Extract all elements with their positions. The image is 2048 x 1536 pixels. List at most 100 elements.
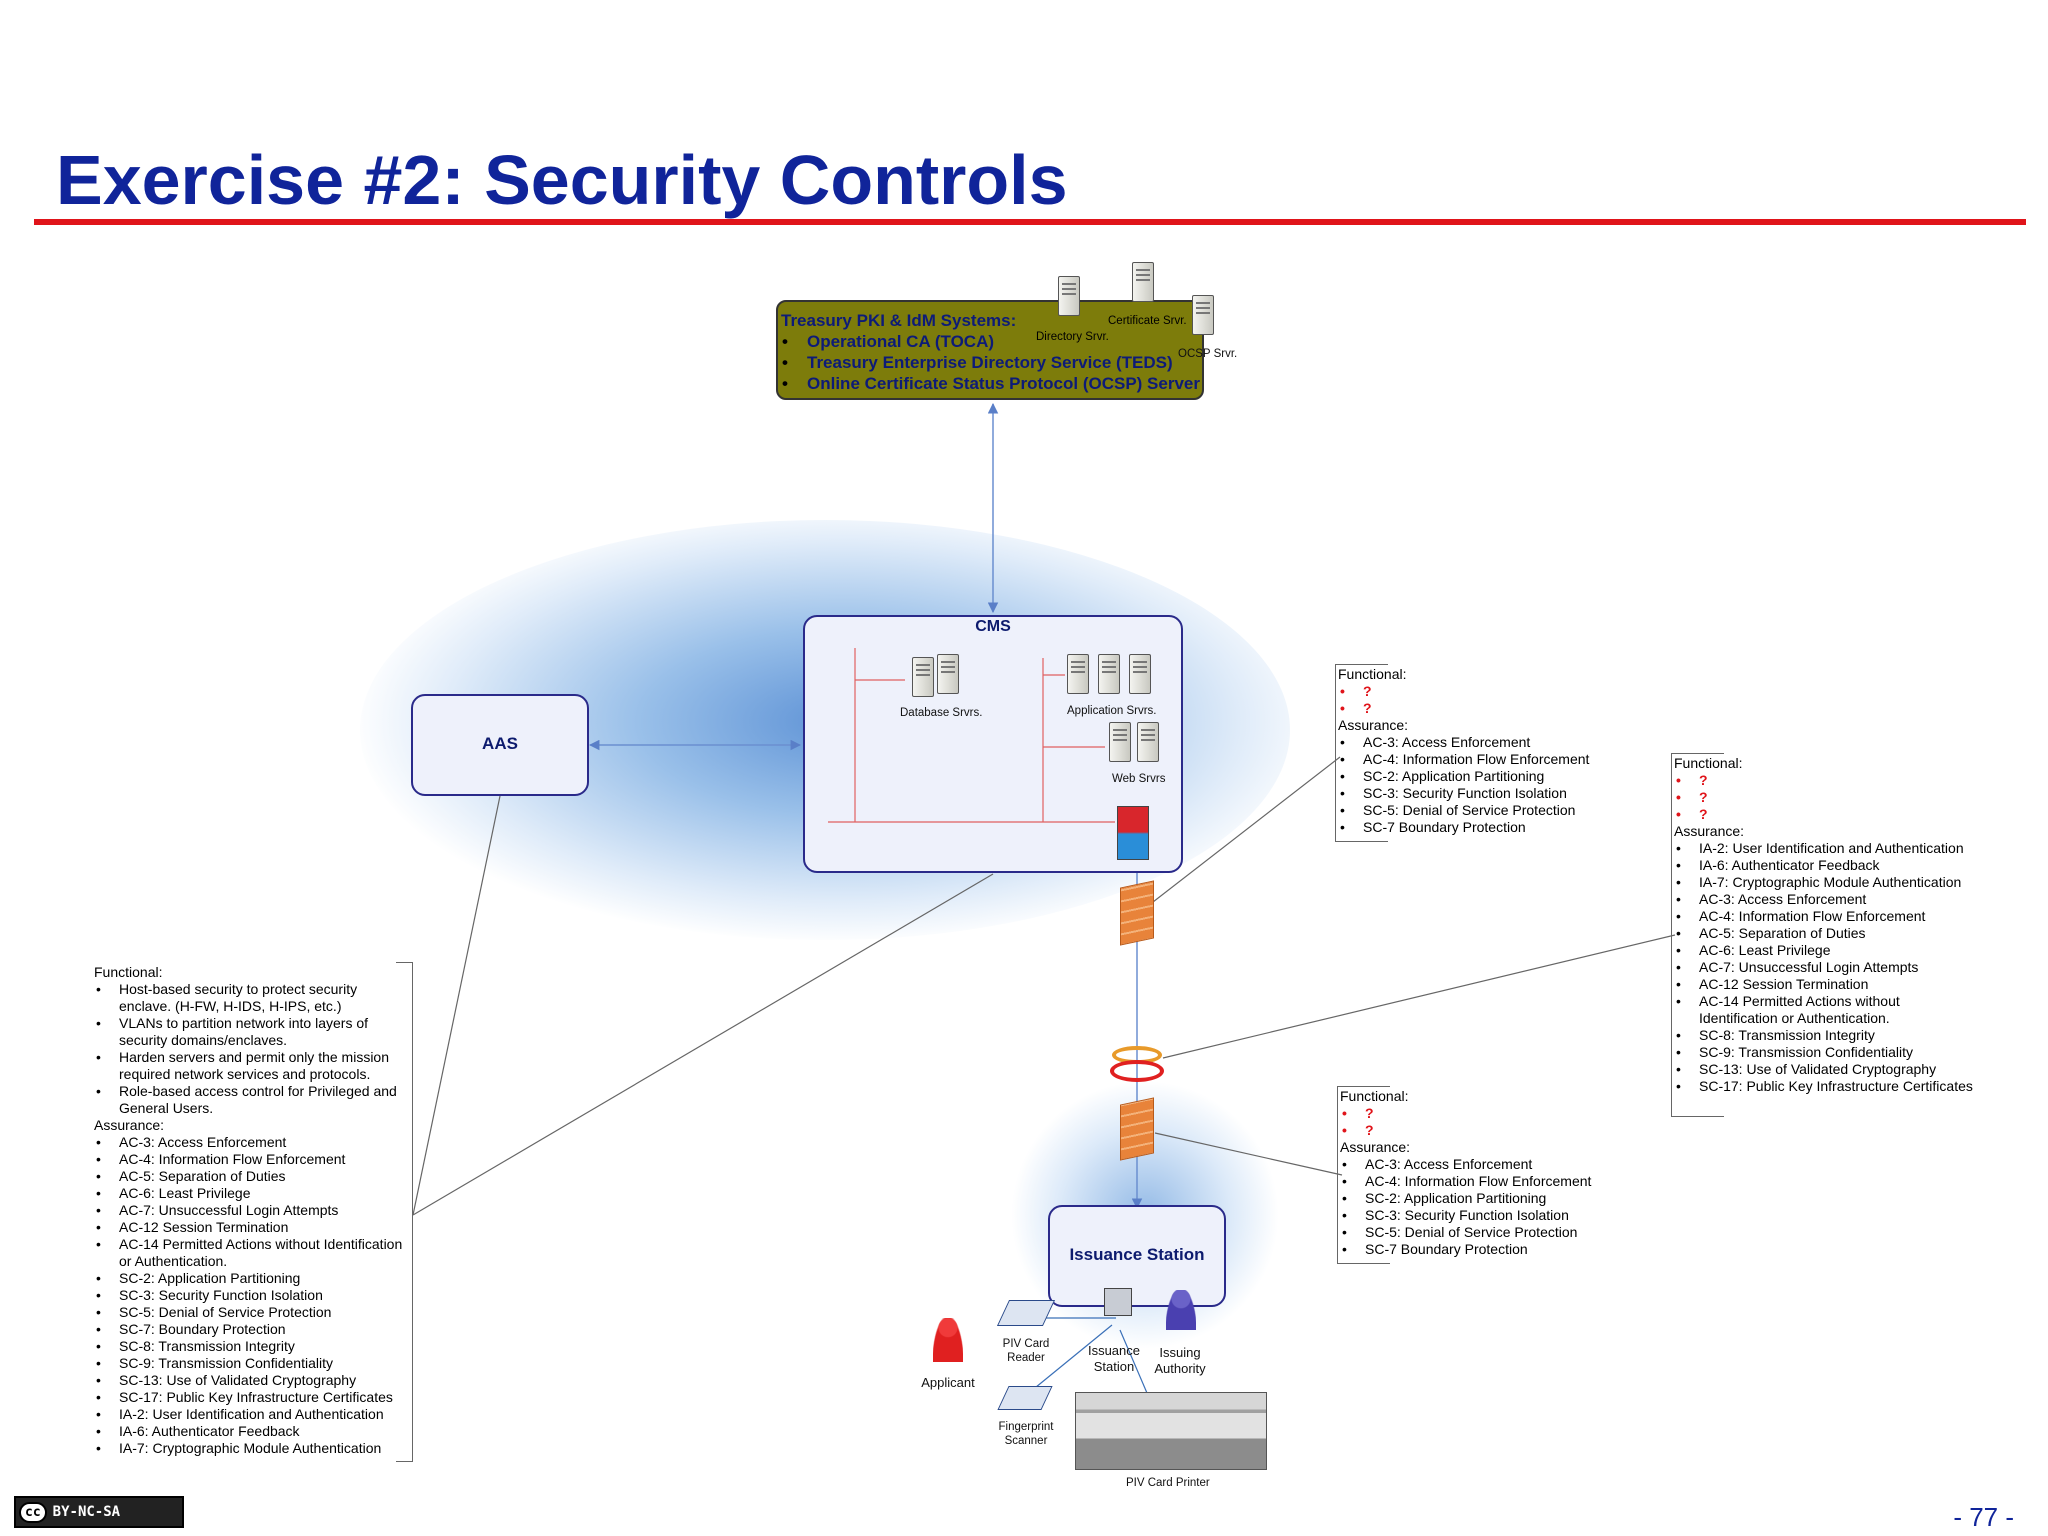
control-item: AC-6: Least Privilege [94,1185,412,1202]
control-item: ? [1338,700,1638,717]
station-firewall-list-bracket [1337,1086,1390,1264]
control-item: SC-5: Denial of Service Protection [94,1304,412,1321]
creative-commons-badge: cc BY-NC-SA [14,1496,184,1528]
control-item: ? [1340,1122,1640,1139]
control-item: VLANs to partition network into layers o… [94,1015,412,1049]
aas-cms-controls-list: Functional: Host-based security to prote… [94,964,412,1457]
cc-icon: cc [19,1501,47,1523]
control-item: SC-7 Boundary Protection [1340,1241,1640,1258]
control-item: AC-4: Information Flow Enforcement [1340,1173,1640,1190]
control-item: AC-4: Information Flow Enforcement [1674,908,1974,925]
pki-heading: Treasury PKI & IdM Systems: [781,311,1017,330]
station-link-2 [1029,1324,1113,1393]
certificate-server-label: Certificate Srvr. [1108,315,1187,327]
control-item: AC-6: Least Privilege [1674,942,1974,959]
control-item: SC-17: Public Key Infrastructure Certifi… [94,1389,412,1406]
control-item: AC-3: Access Enforcement [1340,1156,1640,1173]
issuing-authority-icon [1166,1290,1196,1330]
control-item: IA-6: Authenticator Feedback [94,1423,412,1440]
application-server-icon [1067,654,1089,694]
fingerprint-scanner-label: Fingerprint Scanner [998,1421,1054,1447]
database-server-icon [912,657,934,697]
control-item: AC-3: Access Enforcement [94,1134,412,1151]
station-link-3 [1119,1329,1151,1401]
piv-card-printer-label: PIV Card Printer [1126,1477,1210,1489]
functional-heading: Functional: [1338,666,1407,682]
control-item: ? [1674,789,1974,806]
control-item: SC-5: Denial of Service Protection [1340,1224,1640,1241]
web-server-icon [1137,722,1159,762]
aas-box [411,694,589,796]
license-text: BY-NC-SA [52,1504,121,1520]
control-item: AC-4: Information Flow Enforcement [1338,751,1638,768]
control-item: IA-2: User Identification and Authentica… [94,1406,412,1423]
control-item: AC-5: Separation of Duties [1674,925,1974,942]
directory-server-icon [1058,276,1080,316]
treasury-pki-box: Treasury PKI & IdM Systems: Operational … [776,300,1204,400]
control-item: IA-2: User Identification and Authentica… [1674,840,1974,857]
assurance-heading: Assurance: [1674,823,1745,839]
link-callout [1162,934,1676,1059]
applicant-icon [933,1318,963,1362]
assurance-heading: Assurance: [1338,717,1409,733]
issuance-station-device-label: Issuance Station [1087,1343,1141,1374]
assurance-heading: Assurance: [94,1117,165,1133]
control-item: SC-3: Security Function Isolation [1338,785,1638,802]
control-item: SC-2: Application Partitioning [1340,1190,1640,1207]
piv-card-printer-icon [1075,1392,1267,1470]
control-item: AC-3: Access Enforcement [1338,734,1638,751]
slide-title: Exercise #2: Security Controls [56,141,1068,219]
workstation-icon [1104,1288,1132,1316]
certificate-server-icon [1132,262,1154,302]
pki-item: Operational CA (TOCA) [781,331,1202,352]
control-item: AC-5: Separation of Duties [94,1168,412,1185]
firewall-icon [1120,880,1154,946]
functional-heading: Functional: [1340,1088,1409,1104]
control-item: ? [1340,1105,1640,1122]
issuance-station-box [1048,1205,1226,1307]
firewall1-callout [1152,756,1341,903]
ocsp-server-icon [1192,295,1214,335]
control-item: SC-13: Use of Validated Cryptography [94,1372,412,1389]
control-item: Harden servers and permit only the missi… [94,1049,412,1083]
encrypted-link-ring-icon [1110,1060,1164,1082]
cms-label: CMS [975,618,1011,635]
control-item: ? [1338,683,1638,700]
control-item: AC-14 Permitted Actions without Identifi… [1674,993,1974,1027]
control-item: SC-3: Security Function Isolation [94,1287,412,1304]
pki-item: Online Certificate Status Protocol (OCSP… [781,373,1202,394]
functional-heading: Functional: [1674,755,1743,771]
ocsp-server-label: OCSP Srvr. [1178,348,1238,360]
link-list-bracket [1671,753,1724,1117]
application-server-icon [1098,654,1120,694]
control-item: SC-7: Boundary Protection [94,1321,412,1338]
control-item: SC-2: Application Partitioning [1338,768,1638,785]
database-servers-label: Database Srvrs. [900,707,983,719]
control-item: AC-12 Session Termination [94,1219,412,1236]
control-item: AC-14 Permitted Actions without Identifi… [94,1236,412,1270]
aas-callout [412,795,501,1216]
control-item: IA-7: Cryptographic Module Authenticatio… [1674,874,1974,891]
station-firewall-controls-list: Functional: ? ? Assurance: AC-3: Access … [1340,1088,1640,1258]
application-server-icon [1129,654,1151,694]
functional-heading: Functional: [94,964,163,980]
control-item: SC-7 Boundary Protection [1338,819,1638,836]
page-number: - 77 - [1953,1502,2014,1532]
cms-firewall-controls-list: Functional: ? ? Assurance: AC-3: Access … [1338,666,1638,836]
control-item: SC-8: Transmission Integrity [1674,1027,1974,1044]
control-item: AC-12 Session Termination [1674,976,1974,993]
control-item: Role-based access control for Privileged… [94,1083,412,1117]
web-servers-label: Web Srvrs [1112,773,1166,785]
control-item: Host-based security to protect security … [94,981,412,1015]
database-server-icon [937,654,959,694]
control-item: SC-17: Public Key Infrastructure Certifi… [1674,1078,1974,1095]
control-item: SC-3: Security Function Isolation [1340,1207,1640,1224]
control-item: SC-5: Denial of Service Protection [1338,802,1638,819]
firewall-icon [1120,1097,1154,1161]
directory-server-label: Directory Srvr. [1036,331,1109,343]
title-underline [34,219,2026,225]
control-item: AC-7: Unsuccessful Login Attempts [94,1202,412,1219]
cms-firewall-list-bracket [1335,664,1388,842]
aas-label: AAS [482,734,518,753]
control-item: IA-7: Cryptographic Module Authenticatio… [94,1440,412,1457]
